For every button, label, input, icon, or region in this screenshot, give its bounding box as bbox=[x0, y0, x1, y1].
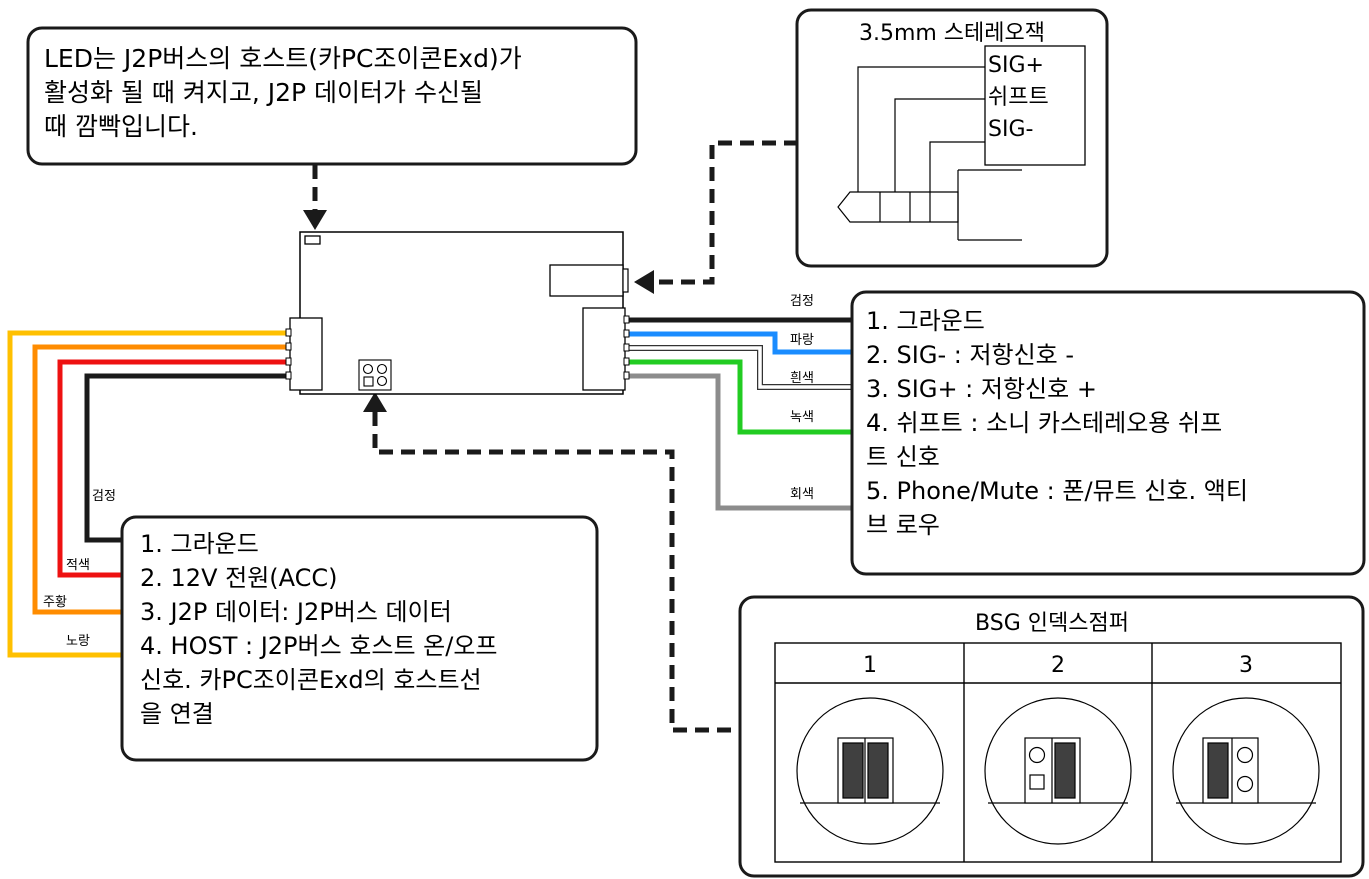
pin-sig-minus: SIG- bbox=[988, 117, 1033, 142]
wire-label-gray: 회색 bbox=[790, 487, 814, 502]
pin-sig-plus: SIG+ bbox=[988, 53, 1044, 78]
wire-label-white: 흰색 bbox=[790, 371, 814, 386]
wire-label-black-left: 검정 bbox=[92, 489, 116, 504]
right-desc-line-1: 1. 그라운드 bbox=[866, 307, 985, 335]
left-wires bbox=[7, 330, 290, 658]
left-wire-description-box: 1. 그라운드 2. 12V 전원(ACC) 3. J2P 데이터: J2P버스… bbox=[120, 515, 599, 762]
left-desc-line-2: 2. 12V 전원(ACC) bbox=[140, 564, 338, 592]
led-note-line-2: 활성화 될 때 켜지고, J2P 데이터가 수신될 bbox=[44, 78, 483, 107]
jumper-arrowhead bbox=[363, 392, 387, 412]
wire-label-green: 녹색 bbox=[790, 410, 814, 425]
left-wire-labels: 검정 적색 주황 노랑 bbox=[43, 489, 116, 649]
wire-label-orange: 주황 bbox=[43, 595, 67, 610]
jumper-setting-2 bbox=[984, 697, 1132, 845]
bsg-title: BSG 인덱스점퍼 bbox=[975, 611, 1129, 636]
wire-label-black-right: 검정 bbox=[790, 294, 814, 309]
module-body bbox=[299, 231, 624, 395]
right-desc-line-6: 5. Phone/Mute : 폰/뮤트 신호. 액티 bbox=[866, 477, 1248, 505]
wire-red bbox=[57, 359, 290, 578]
right-desc-line-4: 4. 쉬프트 : 소니 카스테레오용 쉬프 bbox=[866, 409, 1222, 437]
status-led bbox=[304, 235, 321, 245]
jumper-arrow-line bbox=[372, 412, 742, 733]
left-desc-line-4: 4. HOST : J2P버스 호스트 온/오프 bbox=[140, 632, 498, 660]
right-wires bbox=[628, 317, 855, 511]
jumper-setting-3 bbox=[1172, 697, 1320, 845]
wire-label-red: 적색 bbox=[66, 558, 90, 573]
wire-blue bbox=[628, 331, 855, 355]
stereo-jack-title: 3.5mm 스테레오잭 bbox=[859, 21, 1045, 46]
led-note-line-1: LED는 J2P버스의 호스트(카PC조이콘Exd)가 bbox=[44, 44, 522, 73]
wire-green bbox=[628, 359, 855, 435]
arrowheads bbox=[303, 210, 654, 412]
pin-label-box bbox=[984, 45, 1086, 166]
jack-arrow-line bbox=[652, 140, 798, 285]
left-desc-line-5: 신호. 카PC조이콘Exd의 호스트선 bbox=[140, 666, 482, 694]
left-connector bbox=[289, 317, 323, 391]
bsg-col-2: 2 bbox=[1051, 653, 1065, 678]
left-desc-line-3: 3. J2P 데이터: J2P버스 데이터 bbox=[140, 598, 452, 626]
right-wire-description-box: 1. 그라운드 2. SIG- : 저항신호 - 3. SIG+ : 저항신호 … bbox=[850, 290, 1366, 576]
right-desc-line-3: 3. SIG+ : 저항신호 + bbox=[866, 375, 1097, 403]
bsg-jumper-box: BSG 인덱스점퍼 1 2 3 bbox=[738, 595, 1365, 878]
wire-gray bbox=[628, 373, 855, 511]
wire-white bbox=[628, 346, 855, 389]
bsg-col-3: 3 bbox=[1239, 653, 1253, 678]
left-desc-line-1: 1. 그라운드 bbox=[140, 530, 259, 558]
plug-illustration bbox=[837, 66, 1022, 241]
right-desc-line-7: 브 로우 bbox=[866, 511, 940, 539]
left-desc-line-6: 을 연결 bbox=[140, 700, 214, 728]
wire-black-left bbox=[84, 373, 290, 543]
dashed-connectors bbox=[312, 140, 798, 733]
right-desc-line-2: 2. SIG- : 저항신호 - bbox=[866, 341, 1074, 369]
right-wire-labels: 검정 파랑 흰색 녹색 회색 bbox=[790, 294, 814, 502]
led-note-box: LED는 J2P버스의 호스트(카PC조이콘Exd)가 활성화 될 때 켜지고,… bbox=[26, 26, 638, 166]
wire-label-yellow: 노랑 bbox=[66, 634, 90, 649]
wire-orange bbox=[32, 344, 290, 615]
wire-yellow bbox=[7, 330, 290, 658]
stereo-jack-socket bbox=[549, 264, 624, 297]
wire-label-blue: 파랑 bbox=[790, 333, 814, 348]
right-connector bbox=[582, 307, 626, 391]
bsg-col-1: 1 bbox=[863, 653, 877, 678]
led-arrowhead bbox=[303, 210, 327, 230]
stereo-jack-box: 3.5mm 스테레오잭 SIG+ 쉬프트 SIG- bbox=[795, 8, 1109, 268]
jack-arrowhead bbox=[634, 270, 654, 294]
led-note-line-3: 때 깜빡입니다. bbox=[44, 112, 198, 141]
onboard-jumper bbox=[358, 359, 392, 391]
pin-shift: 쉬프트 bbox=[988, 85, 1049, 110]
bsg-table-grid bbox=[774, 642, 1342, 863]
module-board bbox=[285, 231, 630, 395]
right-desc-line-5: 트 신호 bbox=[866, 443, 940, 471]
jumper-setting-1 bbox=[796, 697, 944, 845]
